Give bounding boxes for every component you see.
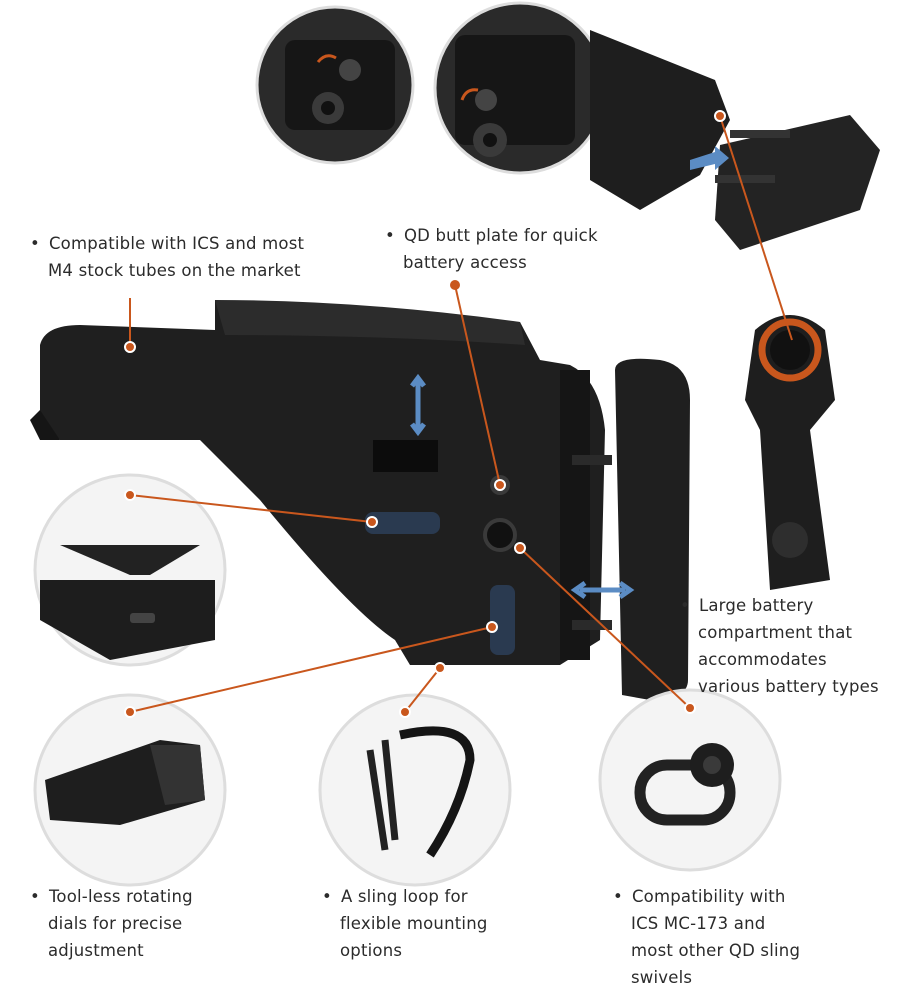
callout-battery-compartment: Large battery compartment that accommoda… bbox=[680, 592, 879, 700]
detail-circle-dial-1 bbox=[255, 5, 415, 165]
callout-line: Tool-less rotating bbox=[30, 883, 193, 910]
callout-line: Large battery bbox=[680, 592, 879, 619]
callout-qd-buttplate: QD butt plate for quick battery access bbox=[385, 222, 598, 276]
callout-line: ICS MC-173 and bbox=[631, 914, 766, 933]
detail-circle-dial-2 bbox=[433, 1, 607, 175]
callout-line: most other QD sling bbox=[631, 941, 801, 960]
callout-tube-compat: Compatible with ICS and most M4 stock tu… bbox=[30, 230, 304, 284]
callout-line: dials for precise bbox=[48, 914, 183, 933]
callout-line: flexible mounting bbox=[340, 914, 488, 933]
callout-qd-swivel: Compatibility with ICS MC-173 and most o… bbox=[613, 883, 800, 991]
detail-circle-qd-swivel bbox=[598, 688, 782, 872]
callout-line: Compatibility with bbox=[613, 883, 800, 910]
callout-line: compartment that bbox=[698, 623, 853, 642]
callout-line: QD butt plate for quick bbox=[385, 222, 598, 249]
detail-circle-cheek-riser bbox=[33, 473, 227, 667]
callout-line: adjustment bbox=[48, 941, 144, 960]
callout-line: Compatible with ICS and most bbox=[30, 230, 304, 257]
buttplate-detach-render bbox=[590, 30, 880, 250]
callout-line: accommodates bbox=[698, 650, 827, 669]
callout-lines bbox=[124, 110, 793, 718]
callout-line: A sling loop for bbox=[322, 883, 488, 910]
callout-sling-loop: A sling loop for flexible mounting optio… bbox=[322, 883, 488, 964]
callout-line: battery access bbox=[403, 253, 527, 272]
rear-view-render bbox=[745, 315, 835, 590]
callout-rotating-dials: Tool-less rotating dials for precise adj… bbox=[30, 883, 193, 964]
callout-line: various battery types bbox=[698, 677, 879, 696]
callout-line: M4 stock tubes on the market bbox=[48, 261, 301, 280]
main-stock-render bbox=[30, 300, 690, 700]
detail-circle-dials bbox=[33, 693, 227, 887]
detail-circle-sling bbox=[318, 693, 512, 887]
callout-line: options bbox=[340, 941, 403, 960]
callout-line: swivels bbox=[631, 968, 693, 987]
